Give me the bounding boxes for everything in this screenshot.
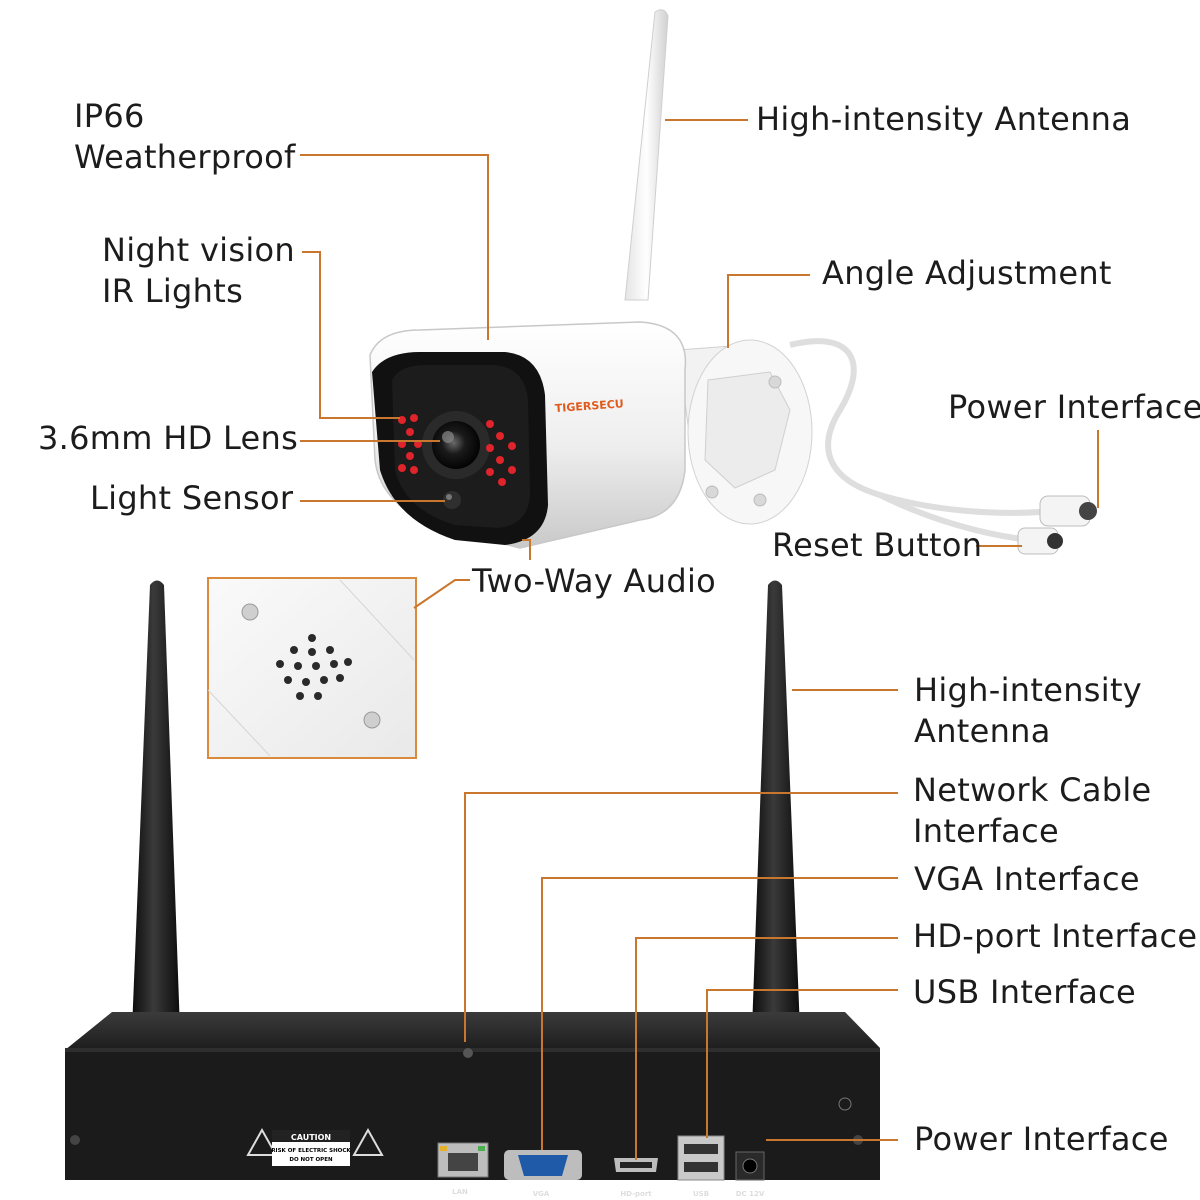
angle-adjustment-label: Angle Adjustment <box>822 254 1112 292</box>
network-cable-label: Network Cable Interface <box>913 771 1152 850</box>
svg-text:HD-port: HD-port <box>620 1190 652 1198</box>
two-way-audio-label: Two-Way Audio <box>472 562 717 600</box>
speaker-inset <box>207 577 417 759</box>
brand-logo: TIGERSECU <box>554 397 624 415</box>
usb-interface-label: USB Interface <box>913 973 1137 1011</box>
lens-label: 3.6mm HD Lens <box>38 419 299 457</box>
reset-connector <box>1017 527 1063 555</box>
hd-port-interface-label: HD-port Interface <box>913 917 1198 955</box>
svg-text:VGA: VGA <box>533 1190 550 1198</box>
svg-text:USB: USB <box>693 1190 709 1198</box>
power-connector <box>1039 495 1097 527</box>
camera-body <box>369 321 687 549</box>
lan-port: LAN <box>437 1142 489 1196</box>
nvr-power-interface-label: Power Interface <box>914 1120 1169 1158</box>
night-vision-label: Night vision IR Lights <box>102 231 295 310</box>
svg-text:RISK OF ELECTRIC SHOCK: RISK OF ELECTRIC SHOCK <box>271 1148 351 1154</box>
dc-power-port: DC 12V <box>735 1151 765 1198</box>
camera-antenna-label: High-intensity Antenna <box>756 100 1132 138</box>
leader-lines <box>300 119 1099 1160</box>
light-sensor-label: Light Sensor <box>90 479 294 517</box>
svg-text:DO NOT OPEN: DO NOT OPEN <box>289 1157 333 1163</box>
reset-button-label: Reset Button <box>772 526 983 564</box>
nvr-caution-label: CAUTION RISK OF ELECTRIC SHOCK DO NOT OP… <box>246 1127 384 1166</box>
camera-cable <box>789 338 1041 543</box>
nvr-antenna-right <box>752 580 800 1030</box>
ir-led-cluster <box>398 414 516 486</box>
vga-port: VGA <box>504 1150 582 1198</box>
camera-power-interface-label: Power Interface <box>948 388 1200 426</box>
camera-mount <box>677 339 813 525</box>
ip66-label: IP66 Weatherproof <box>74 97 296 176</box>
svg-text:LAN: LAN <box>452 1188 468 1196</box>
usb-port: USB <box>677 1135 725 1198</box>
svg-text:DC 12V: DC 12V <box>736 1190 765 1198</box>
vga-interface-label: VGA Interface <box>914 860 1140 898</box>
nvr-antenna-label: High-intensity Antenna <box>914 671 1143 750</box>
svg-text:CAUTION: CAUTION <box>291 1133 331 1142</box>
hd-port: HD-port <box>614 1158 658 1198</box>
nvr-antenna-left <box>132 580 180 1030</box>
camera-antenna <box>624 9 669 301</box>
